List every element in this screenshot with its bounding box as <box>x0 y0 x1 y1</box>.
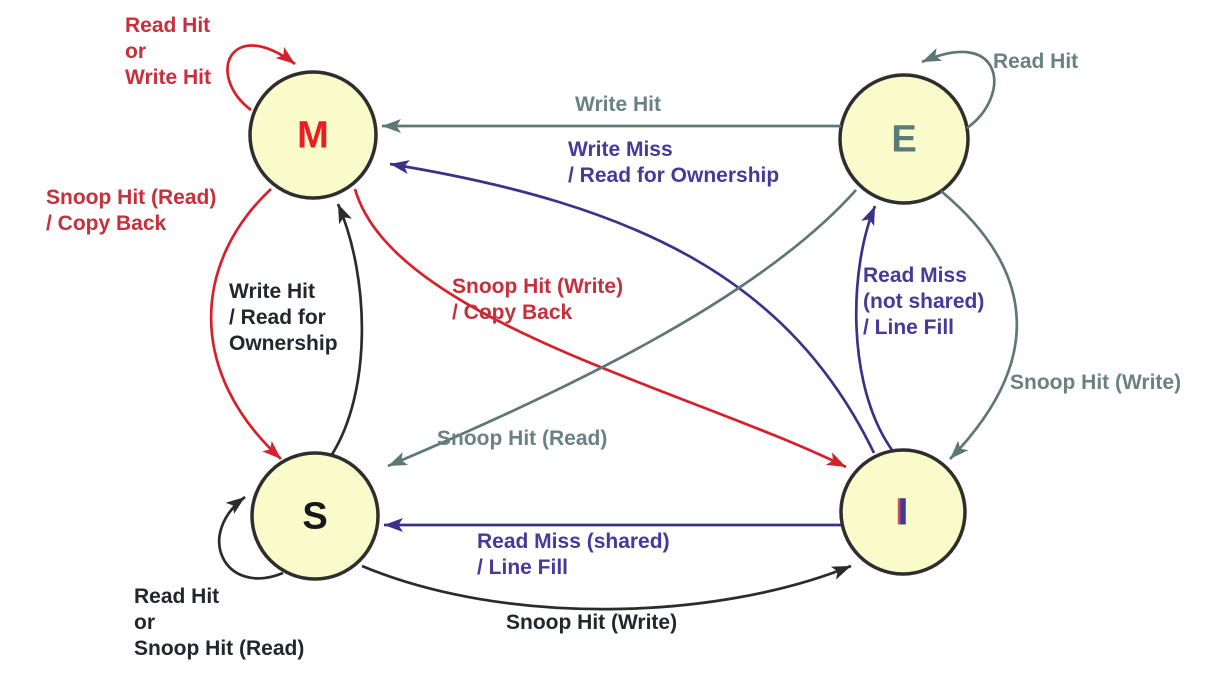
label-line: Snoop Hit (Write) <box>506 611 678 634</box>
edge-m-self-loop <box>226 44 296 112</box>
edge-e-to-i <box>940 189 1019 460</box>
state-circle-s <box>250 451 380 581</box>
edge-m-to-s <box>209 188 282 460</box>
edge-e-to-s <box>387 189 858 468</box>
label-line: (not shared) <box>863 290 985 313</box>
label-e-self-loop: Read Hit <box>993 49 1078 75</box>
state-circle-e <box>838 73 970 205</box>
label-line: / Read for Ownership <box>568 164 780 187</box>
edge-s-self-loop <box>217 495 284 580</box>
label-line: Snoop Hit (Read) <box>134 637 305 660</box>
label-line: Read Miss <box>863 264 967 287</box>
label-line: Read Hit <box>134 585 220 608</box>
label-line: Snoop Hit (Read) <box>437 427 608 450</box>
edge-i-to-e <box>854 205 894 451</box>
label-line: Read Hit <box>993 50 1079 73</box>
edge-i-to-m <box>389 160 876 454</box>
label-line: or <box>134 611 155 634</box>
label-line: Snoop Hit (Write) <box>1010 371 1182 394</box>
label-line: Write Miss <box>568 138 673 161</box>
label-line: or <box>125 40 146 63</box>
label-s-self-loop: Read Hit or Snoop Hit (Read) <box>134 584 304 662</box>
state-letter-i: I <box>897 491 909 534</box>
state-circle-m <box>248 70 378 200</box>
label-line: Read Hit <box>125 14 211 37</box>
state-letter-s: S <box>302 495 328 538</box>
edge-s-to-m <box>329 203 364 457</box>
label-m-self-loop: Read Hit or Write Hit <box>125 13 211 91</box>
edge-s-to-i <box>361 564 852 611</box>
label-m-to-i: Snoop Hit (Write) / Copy Back <box>452 274 623 326</box>
state-circle-i <box>839 448 967 576</box>
label-line: / Copy Back <box>452 301 573 324</box>
label-line: Read Miss (shared) <box>477 530 670 553</box>
label-i-to-m: Write Miss / Read for Ownership <box>568 137 779 189</box>
label-line: Snoop Hit (Write) <box>452 275 624 298</box>
label-line: / Copy Back <box>46 212 167 235</box>
label-s-to-m: Write Hit / Read for Ownership <box>229 279 338 357</box>
state-letter-m: M <box>297 114 329 157</box>
edge-e-self-loop <box>921 47 996 130</box>
label-line: Write Hit <box>575 93 661 116</box>
label-line: Ownership <box>229 332 338 355</box>
label-m-to-s: Snoop Hit (Read) / Copy Back <box>46 185 216 237</box>
label-line: Write Hit <box>125 66 211 89</box>
label-s-to-i: Snoop Hit (Write) <box>506 610 677 636</box>
label-e-to-i: Snoop Hit (Write) <box>1010 370 1181 396</box>
label-line: / Line Fill <box>863 316 955 339</box>
label-i-to-s: Read Miss (shared) / Line Fill <box>477 529 670 581</box>
label-line: Snoop Hit (Read) <box>46 186 217 209</box>
edge-m-to-i <box>353 188 847 469</box>
label-e-to-m: Write Hit <box>575 92 661 118</box>
state-letter-e: E <box>891 118 917 161</box>
label-line: / Line Fill <box>477 556 569 579</box>
label-e-to-s: Snoop Hit (Read) <box>437 426 607 452</box>
label-i-to-e: Read Miss (not shared) / Line Fill <box>863 263 984 341</box>
label-line: Write Hit <box>229 280 315 303</box>
label-line: / Read for <box>229 306 326 329</box>
